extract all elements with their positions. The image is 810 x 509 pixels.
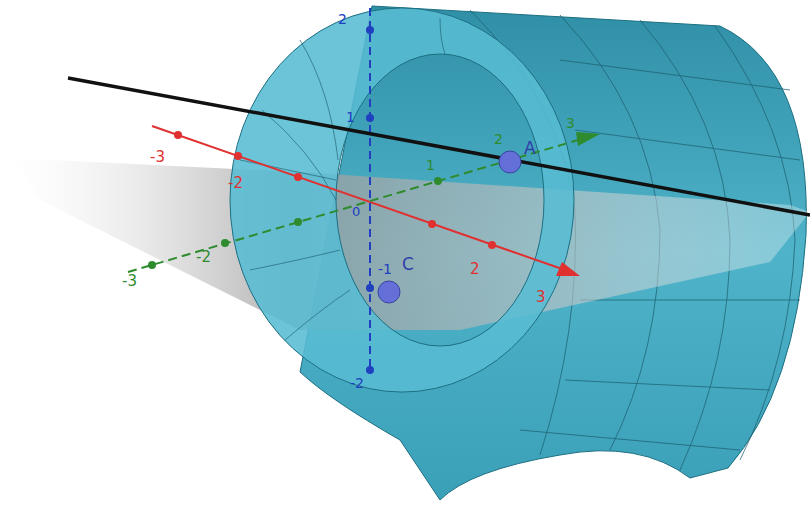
x-axis [152,126,565,270]
point-label: C [402,256,414,273]
plane [10,158,810,330]
x-tick-label: -2 [228,176,243,191]
x-axis-arrow [556,262,580,276]
point-c [378,281,400,303]
x-tick-label: 2 [470,262,480,277]
y-axis-arrow [576,132,600,146]
z-tick-label: 0 [352,205,360,218]
y-axis [128,138,585,272]
x-tick-label: 3 [536,290,546,305]
y-tick-label: 2 [494,132,503,146]
y-tick-label: 1 [426,158,435,172]
z-tick-label: -2 [350,376,364,390]
x-tick-label: -3 [150,150,165,165]
rim-grid [240,18,445,340]
z-tick-label: -1 [378,262,392,276]
z-axis-ticks [366,26,374,374]
z-axis [369,8,371,372]
y-axis-ticks [148,156,512,269]
point-a [499,151,521,173]
y-tick-label: -2 [196,250,211,265]
y-tick-label: 3 [566,116,575,130]
y-tick-label: -3 [122,274,137,289]
point-label: A [524,140,536,157]
line [68,78,810,215]
z-tick-label: 2 [338,12,347,26]
cylinder-rim [230,8,574,392]
z-tick-label: 1 [346,110,355,124]
